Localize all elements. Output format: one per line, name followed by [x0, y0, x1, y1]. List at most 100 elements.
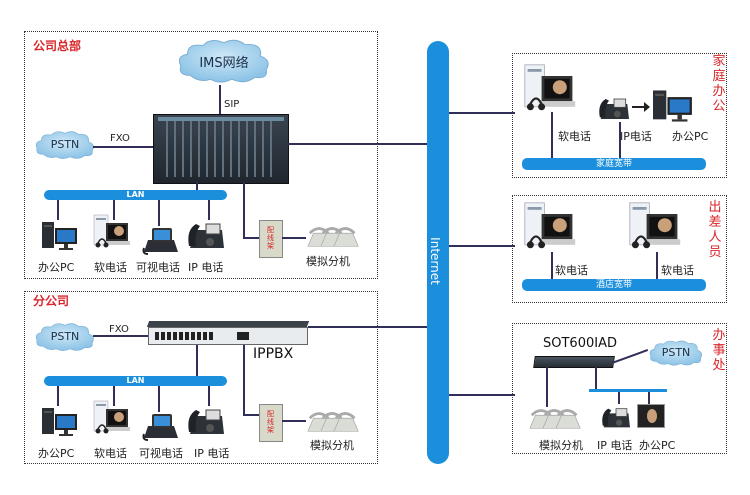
branch-device-softphone: 软电话 — [94, 447, 127, 460]
ip-phone-icon — [600, 404, 632, 432]
softphone-icon — [522, 200, 578, 256]
home-device-softphone: 软电话 — [558, 130, 591, 143]
office-device-ipphone: IP 电话 — [597, 439, 633, 452]
laptop-icon — [637, 404, 665, 428]
branch-region — [24, 291, 378, 464]
branch-lan-link — [196, 345, 198, 379]
branch-device-pc: 办公PC — [38, 447, 75, 460]
hq-pstn-label: PSTN — [50, 138, 80, 151]
hq-device-softphone: 软电话 — [94, 261, 127, 274]
sip-label: SIP — [224, 99, 240, 110]
iad-device-label: SOT600IAD — [543, 336, 617, 351]
ims-cloud-label: IMS网络 — [199, 56, 249, 71]
hq-internet-link — [287, 143, 428, 145]
travel-device-softphone-1: 软电话 — [555, 264, 588, 277]
hq-frame-link-h — [243, 237, 259, 239]
branch-internet-link — [308, 326, 428, 328]
internet-label: Internet — [428, 237, 442, 285]
office-pstn-label: PSTN — [661, 346, 691, 359]
home-office-title: 家庭办公 — [712, 54, 726, 114]
lan-drop — [57, 200, 59, 220]
home-broadband-bar: 家庭宽带 — [522, 158, 706, 170]
hq-title: 公司总部 — [33, 39, 82, 53]
travel-device-softphone-2: 软电话 — [661, 264, 694, 277]
lan-drop — [208, 386, 210, 406]
branch-pstn-label: PSTN — [50, 330, 80, 343]
hq-pbx-lan-link — [196, 182, 198, 193]
sip-link — [219, 85, 221, 115]
office-pstn-cloud: PSTN — [648, 338, 704, 368]
hq-region — [24, 31, 378, 279]
ip-phone-icon — [186, 218, 226, 254]
hq-lan-bar: LAN — [44, 190, 227, 200]
softphone-icon — [92, 213, 132, 253]
home-device-pc: 办公PC — [672, 130, 709, 143]
pc-icon — [650, 86, 696, 126]
branch-pstn-cloud: PSTN — [34, 320, 96, 354]
iad-lan-link — [595, 367, 597, 389]
branch-fxo-label: FXO — [109, 324, 129, 335]
analog-phones-icon — [305, 407, 363, 435]
travel-drop — [551, 252, 553, 280]
branch-distribution-frame: 配线架 — [259, 404, 283, 442]
home-internet-link — [449, 112, 515, 114]
branch-frame-analog-link — [282, 420, 306, 422]
analog-phones-icon — [305, 222, 363, 250]
hq-fxo-link — [93, 146, 153, 148]
ippbx-label: IPPBX — [253, 346, 294, 362]
softphone-icon — [522, 62, 578, 118]
lan-drop — [113, 200, 115, 220]
travel-title: 出差人员 — [708, 200, 722, 260]
office-drop — [618, 392, 620, 404]
lan-drop — [158, 200, 160, 226]
branch-fxo-link — [93, 335, 148, 337]
internet-backbone — [427, 41, 449, 464]
home-device-ipphone: IP电话 — [620, 130, 652, 143]
softphone-icon — [92, 399, 132, 439]
softphone-icon — [627, 200, 683, 256]
hq-pstn-cloud: PSTN — [34, 128, 96, 162]
office-title: 办事处 — [712, 328, 726, 373]
lan-drop — [208, 200, 210, 220]
videophone-icon — [140, 222, 180, 258]
branch-ippbx-device — [146, 321, 310, 345]
home-office-region — [512, 53, 727, 178]
arrow-icon — [632, 106, 646, 108]
ims-cloud: IMS网络 — [176, 35, 272, 87]
branch-frame-label: 配线架 — [267, 410, 274, 434]
office-region — [512, 323, 727, 454]
hotel-broadband-bar: 酒店宽带 — [522, 279, 706, 291]
branch-frame-link — [243, 345, 245, 415]
hq-device-pc: 办公PC — [38, 261, 75, 274]
hq-fxo-label: FXO — [110, 133, 130, 144]
videophone-icon — [140, 408, 180, 444]
pc-icon — [40, 404, 80, 440]
analog-phones-icon — [528, 404, 584, 432]
lan-drop — [57, 386, 59, 406]
home-drop — [619, 122, 621, 160]
office-device-pc: 办公PC — [639, 439, 676, 452]
branch-frame-link-h — [243, 414, 259, 416]
office-lan-bar — [589, 389, 667, 392]
branch-title: 分公司 — [33, 294, 70, 308]
travel-drop — [656, 252, 658, 280]
ip-phone-icon — [186, 404, 226, 440]
branch-analog-label: 模拟分机 — [310, 439, 354, 452]
iad-analog-link — [546, 367, 548, 407]
arrow-head-icon — [644, 102, 650, 112]
ip-phone-icon — [596, 94, 632, 124]
travel-internet-link — [449, 245, 515, 247]
hq-pbx-frame-link — [243, 182, 245, 238]
hq-device-ipphone: IP 电话 — [188, 261, 224, 274]
branch-device-videophone: 可视电话 — [139, 447, 183, 460]
office-drop — [648, 392, 650, 404]
lan-drop — [158, 386, 160, 412]
lan-drop — [113, 386, 115, 406]
pc-icon — [40, 218, 80, 254]
hq-pbx-chassis — [153, 114, 289, 184]
hq-device-videophone: 可视电话 — [136, 261, 180, 274]
home-drop — [551, 112, 553, 160]
office-internet-link — [449, 394, 515, 396]
hq-distribution-frame: 配线架 — [259, 220, 283, 258]
office-device-analog: 模拟分机 — [539, 439, 583, 452]
